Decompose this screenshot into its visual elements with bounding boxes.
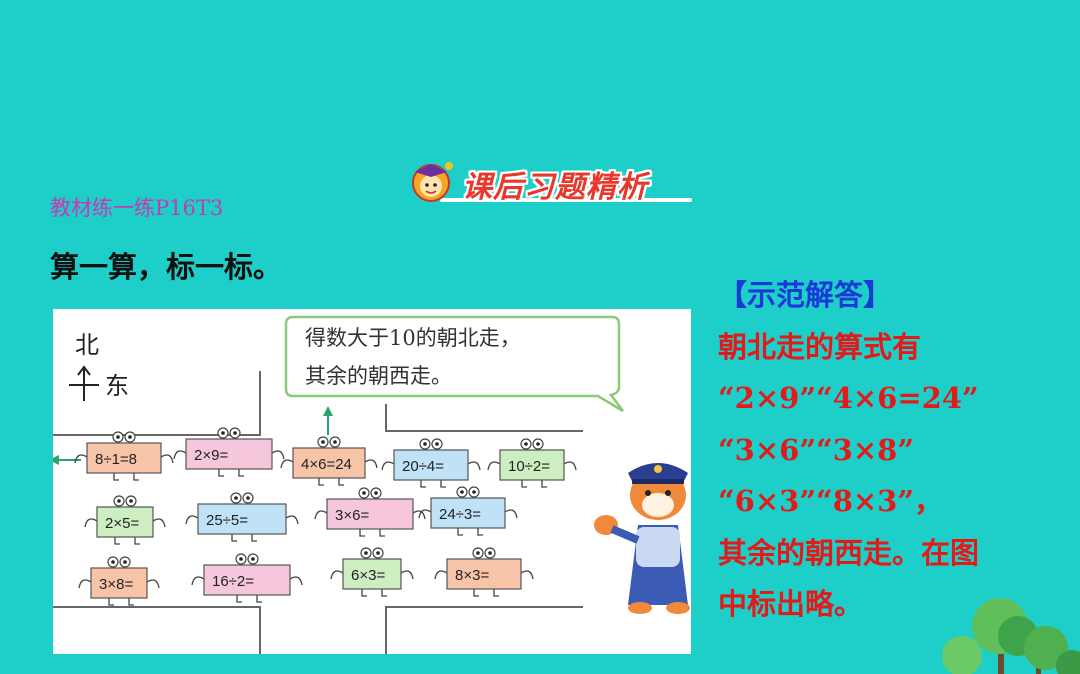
math-card: 2×9=: [173, 427, 285, 477]
answer-line-1: 朝北走的算式有: [718, 329, 922, 364]
math-card-label: 3×8=: [99, 576, 133, 593]
answer-line-3: “3×6”“3×8”: [718, 432, 915, 467]
math-card: 25÷5=: [185, 492, 299, 542]
speech-bubble: [284, 315, 624, 413]
answer-line-2: “2×9”“4×6=24”: [718, 381, 979, 415]
exercise-illustration: 北 东 得数大于10的朝北走， 其余的朝西走。 8÷1=8 2×9= 4×6=24 2…: [53, 315, 690, 654]
math-card: 3×6=: [314, 487, 426, 537]
math-card-label: 10÷2=: [508, 458, 550, 475]
answer-line-6: 中标出略。: [718, 587, 864, 621]
math-card: 24÷3=: [418, 486, 518, 536]
math-card: 10÷2=: [487, 438, 577, 488]
math-card-label: 2×5=: [105, 515, 139, 532]
math-card-label: 4×6=24: [301, 456, 352, 473]
banner-underline: [440, 198, 692, 202]
answer-block: 【示范解答】 朝北走的算式有 “2×9”“4×6=24” “3×6”“3×8” …: [718, 270, 1068, 631]
math-card: 2×5=: [84, 495, 166, 545]
math-card-label: 16÷2=: [212, 573, 254, 590]
math-card-label: 8÷1=8: [95, 451, 137, 468]
answer-header: 【示范解答】: [718, 278, 893, 312]
compass-east-label: 东: [105, 372, 129, 400]
math-card-label: 20÷4=: [402, 458, 444, 475]
source-label: 教材练一练P16T3: [50, 196, 224, 220]
math-card: 8÷1=8: [74, 431, 174, 481]
answer-line-4: “6×3”“8×3”，: [718, 484, 944, 518]
math-card: 16÷2=: [191, 553, 303, 603]
exercise-figure: 北 东 得数大于10的朝北走， 其余的朝西走。 8÷1=8 2×9= 4×6=24 2…: [53, 309, 691, 654]
math-card-label: 25÷5=: [206, 512, 248, 529]
math-card-label: 8×3=: [455, 567, 489, 584]
speech-line-2: 其余的朝西走。: [305, 364, 452, 388]
math-card: 20÷4=: [381, 438, 481, 488]
math-card: 6×3=: [330, 547, 414, 597]
banner-mascot-icon: [412, 162, 453, 202]
math-card-label: 24÷3=: [439, 506, 481, 523]
police-cat-icon: [594, 463, 690, 614]
north-arrow-icon: [323, 406, 333, 435]
math-card: 8×3=: [434, 547, 534, 597]
math-card: 4×6=24: [280, 436, 378, 486]
math-card-label: 2×9=: [194, 447, 228, 464]
math-card-label: 6×3=: [351, 567, 385, 584]
banner-title: 课后习题精析: [462, 170, 648, 205]
speech-line-1: 得数大于10的朝北走，: [305, 326, 521, 350]
instruction-text: 算一算，标一标。: [50, 250, 283, 284]
card-group: 8÷1=8 2×9= 4×6=24 20÷4= 10÷2= 2×5= 25÷5= 3×6= 24…: [74, 427, 577, 606]
math-card: 3×8=: [78, 556, 160, 606]
trees-decoration-icon: [942, 598, 1080, 674]
compass-cross-icon: [69, 365, 99, 401]
compass-north-label: 北: [75, 331, 99, 359]
answer-line-5: 其余的朝西走。在图: [718, 535, 980, 570]
math-card-label: 3×6=: [335, 507, 369, 524]
